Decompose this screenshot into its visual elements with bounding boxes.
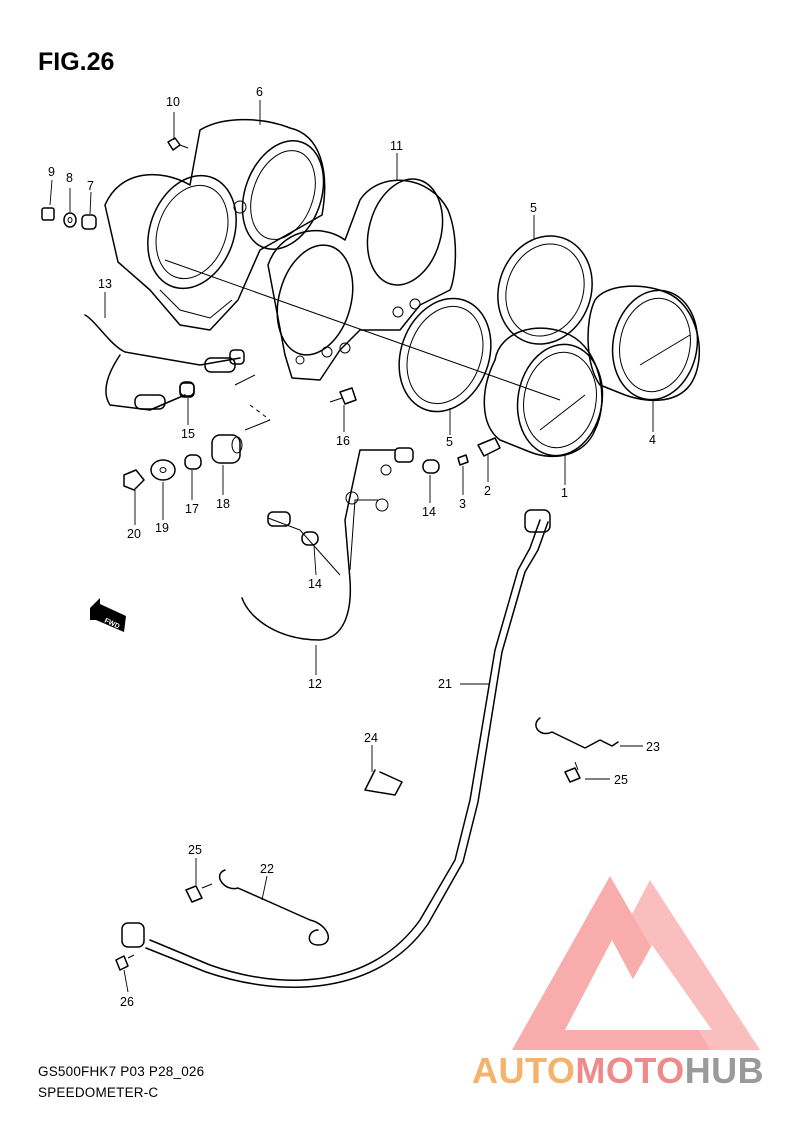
callout-20: 20	[127, 527, 141, 541]
callout-24: 24	[364, 731, 378, 745]
watermark-logo	[512, 876, 760, 1050]
bulb-part-14-lower	[301, 531, 319, 546]
callout-11: 11	[390, 139, 403, 153]
tachometer-part-4	[587, 285, 701, 402]
callout-6: 6	[256, 85, 263, 99]
screw-part-3	[457, 454, 469, 466]
brand-part-2: MOTO	[575, 1050, 685, 1091]
callout-26: 26	[120, 995, 134, 1009]
washer-part-19	[150, 459, 176, 481]
watermark-brand: AUTOMOTOHUB	[472, 1050, 764, 1092]
clamp-part-23	[535, 717, 619, 749]
cap-part-2	[477, 437, 501, 457]
callout-5-lower: 5	[446, 435, 453, 449]
callout-23: 23	[646, 740, 660, 754]
callout-19: 19	[155, 521, 169, 535]
callout-12: 12	[308, 677, 322, 691]
callout-21: 21	[438, 677, 452, 691]
clamp-part-22	[218, 869, 329, 946]
speedometer-cable-part-21	[121, 509, 551, 988]
callout-7: 7	[87, 179, 94, 193]
speedometer-part-1	[483, 327, 604, 458]
callout-5-upper: 5	[530, 201, 537, 215]
callout-2: 2	[484, 484, 491, 498]
clip-part-24	[364, 769, 403, 796]
section-name: SPEEDOMETER-C	[38, 1085, 159, 1100]
bulb-part-17	[184, 454, 202, 470]
screw-part-26	[115, 954, 135, 971]
callout-4: 4	[649, 433, 656, 447]
bolt-part-25-lower	[185, 883, 213, 903]
callout-25-upper: 25	[614, 773, 628, 787]
washer-part-8	[63, 212, 77, 228]
callout-25-lower: 25	[188, 843, 202, 857]
callout-14-upper: 14	[422, 505, 436, 519]
wiring-harness-part-13	[84, 314, 245, 411]
callout-1: 1	[561, 486, 568, 500]
callout-17: 17	[185, 502, 199, 516]
callout-14-lower: 14	[308, 577, 322, 591]
forward-direction-arrow: FWD	[90, 598, 126, 632]
callout-22: 22	[260, 862, 274, 876]
cushion-part-7	[81, 214, 97, 230]
socket-part-18	[211, 434, 243, 464]
model-code: GS500FHK7 P03 P28_026	[38, 1064, 205, 1079]
callout-9: 9	[48, 165, 55, 179]
callout-10: 10	[166, 95, 180, 109]
callout-3: 3	[459, 497, 466, 511]
screw-part-10	[167, 137, 189, 151]
figure-title: FIG.26	[38, 48, 115, 76]
brand-part-1: AUTO	[472, 1050, 576, 1091]
assembly-lines	[164, 259, 561, 431]
bulb-part-15	[179, 381, 195, 397]
bulb-part-14-upper	[422, 459, 440, 474]
bolt-part-25-upper	[564, 761, 581, 783]
meter-case-part-6	[104, 118, 326, 331]
callout-numbers: 10 6 9 8 7 11 5 13 15 16 5 4 1 2 3 14 14…	[48, 85, 660, 1009]
nut-part-9	[41, 207, 55, 221]
gasket-ring-part-5-upper	[497, 235, 593, 345]
wiring-harness-part-12	[241, 447, 414, 641]
bezel-plate-part-11	[267, 178, 457, 381]
callout-13: 13	[98, 277, 112, 291]
brand-part-3: HUB	[684, 1050, 765, 1091]
callout-leaders	[49, 100, 654, 993]
callout-16: 16	[336, 434, 350, 448]
nut-part-20	[123, 469, 145, 491]
callout-8: 8	[66, 171, 73, 185]
gasket-ring-part-5-lower	[398, 297, 492, 413]
callout-18: 18	[216, 497, 230, 511]
screw-part-16	[329, 387, 357, 405]
callout-15: 15	[181, 427, 195, 441]
